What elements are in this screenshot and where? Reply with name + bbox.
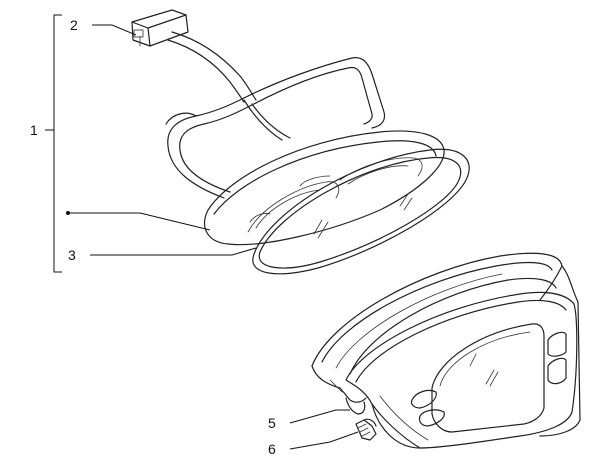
callout-1: 1 [30,122,38,138]
callout-5: 5 [268,415,276,431]
callout-6: 6 [268,441,276,457]
mounting-screw [355,418,377,441]
connector-plug [131,9,189,47]
group-bracket-item-1 [45,14,211,273]
callout-labels: 2 1 3 5 6 [30,17,276,457]
leader-lines [90,24,359,450]
wiring-harness [165,31,386,199]
callout-2: 2 [70,17,78,33]
dashboard-front-panel [311,252,581,449]
instrument-rear-housing [204,130,445,246]
instrument-lens [252,148,470,275]
callout-3: 3 [68,247,76,263]
